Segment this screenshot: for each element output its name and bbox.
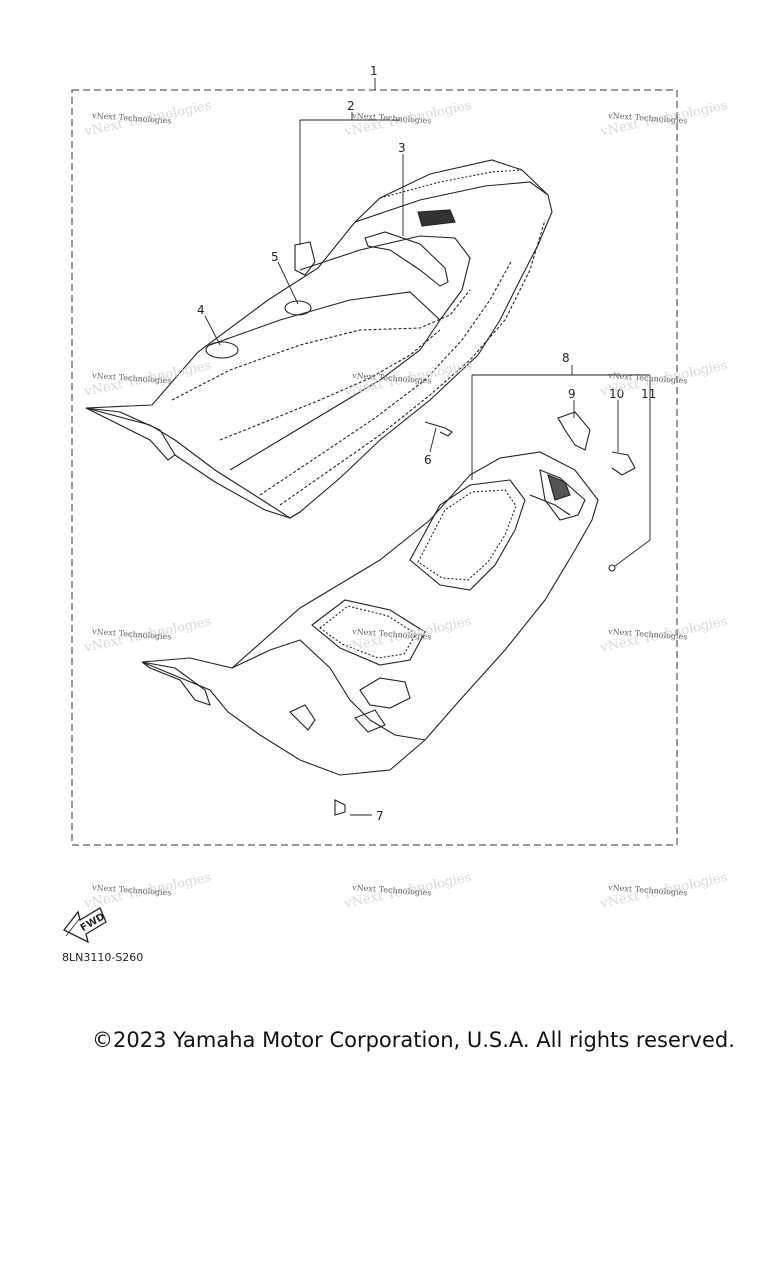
watermark: vNext Technologies vNext Technologies <box>598 98 728 140</box>
assembly-frame <box>71 89 678 846</box>
callout-11: 11 <box>641 387 656 401</box>
watermark: vNext Technologies vNext Technologies <box>342 98 472 140</box>
copyright-notice: ©2023 Yamaha Motor Corporation, U.S.A. A… <box>92 1028 735 1052</box>
leader-lines <box>204 78 651 816</box>
watermark: vNext Technologies vNext Technologies <box>82 98 212 140</box>
callout-7: 7 <box>376 809 384 823</box>
callout-10: 10 <box>609 387 624 401</box>
seat-base <box>141 411 636 816</box>
seat-assembly <box>85 159 553 519</box>
parts-diagram: 1 2 3 4 5 6 7 8 9 10 11 vNext Technologi… <box>63 64 729 944</box>
callout-2: 2 <box>347 99 355 113</box>
watermark: vNext Technologies vNext Technologies <box>82 358 212 400</box>
fwd-arrow-icon: FWD <box>63 907 107 944</box>
callout-6: 6 <box>424 453 432 467</box>
callout-1: 1 <box>370 64 378 78</box>
watermark: vNext Technologies vNext Technologies <box>598 614 728 656</box>
callout-3: 3 <box>398 141 406 155</box>
callouts: 1 2 3 4 5 6 7 8 9 10 11 <box>197 64 656 823</box>
watermark: vNext Technologies vNext Technologies <box>598 358 728 400</box>
watermark: vNext Technologies vNext Technologies <box>342 870 472 912</box>
diagram-code: 8LN3110-S260 <box>62 951 144 964</box>
watermarks: vNext Technologies vNext Technologies vN… <box>82 98 728 912</box>
callout-5: 5 <box>271 250 279 264</box>
watermark: vNext Technologies vNext Technologies <box>82 870 212 912</box>
watermark: vNext Technologies vNext Technologies <box>598 870 728 912</box>
callout-8: 8 <box>562 351 570 365</box>
watermark: vNext Technologies vNext Technologies <box>82 614 212 656</box>
callout-9: 9 <box>568 387 576 401</box>
callout-4: 4 <box>197 303 205 317</box>
